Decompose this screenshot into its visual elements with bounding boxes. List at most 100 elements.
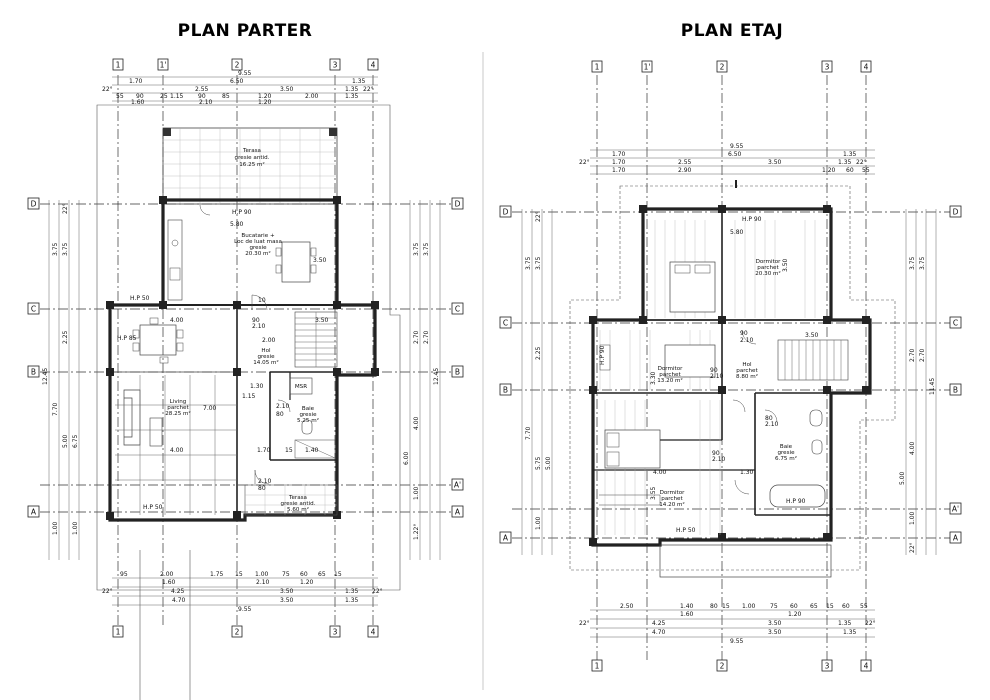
svg-text:gresie: gresie — [299, 412, 317, 418]
svg-text:22°: 22° — [909, 542, 916, 553]
svg-text:6.75 m²: 6.75 m² — [775, 455, 797, 462]
upper-top-dimensions: 9.55 1.70 6.50 1.35 22° 1.70 2.55 3.50 1… — [579, 143, 875, 175]
svg-text:3.75: 3.75 — [62, 242, 69, 256]
svg-text:22°: 22° — [102, 588, 113, 595]
svg-text:16.25 m²: 16.25 m² — [239, 161, 264, 168]
ground-inner-dimensions: H.P 90 5.80 4.00 2.10 90 4.00 7.00 1.70 … — [117, 209, 329, 511]
svg-text:2.10: 2.10 — [199, 99, 213, 106]
svg-text:65: 65 — [810, 603, 818, 610]
svg-text:4.00: 4.00 — [170, 317, 184, 324]
svg-text:2.70: 2.70 — [919, 348, 926, 362]
svg-text:1.00: 1.00 — [909, 511, 916, 525]
svg-text:C: C — [31, 305, 36, 314]
upper-roof-outline — [569, 185, 896, 571]
svg-text:3: 3 — [333, 61, 338, 70]
svg-text:H.P 50: H.P 50 — [143, 504, 163, 511]
svg-text:4.70: 4.70 — [172, 597, 186, 604]
svg-text:20.30 m²: 20.30 m² — [245, 250, 270, 257]
svg-text:1.00: 1.00 — [72, 521, 79, 535]
ground-bottom-dimensions: 95 2.00 1.75 15 1.00 75 60 65 15 1.60 2.… — [102, 571, 383, 613]
svg-text:25: 25 — [160, 93, 168, 100]
svg-text:H.P 90: H.P 90 — [742, 216, 762, 223]
svg-text:MSR: MSR — [295, 384, 307, 390]
svg-text:3.75: 3.75 — [423, 242, 430, 256]
svg-text:4.00: 4.00 — [413, 416, 420, 430]
svg-text:1.20: 1.20 — [258, 99, 272, 106]
svg-text:B: B — [31, 368, 36, 377]
svg-text:1.30: 1.30 — [250, 383, 264, 390]
svg-text:1: 1 — [116, 628, 121, 637]
svg-text:28.25 m²: 28.25 m² — [165, 410, 190, 417]
svg-text:1.22°: 1.22° — [413, 524, 420, 540]
svg-text:7.70: 7.70 — [525, 426, 532, 440]
svg-text:2.10: 2.10 — [256, 579, 270, 586]
upper-axis-lines — [512, 75, 955, 660]
svg-text:1.60: 1.60 — [131, 99, 145, 106]
svg-text:22°: 22° — [535, 211, 542, 222]
svg-text:4.25: 4.25 — [171, 588, 185, 595]
svg-text:3.30: 3.30 — [650, 371, 657, 385]
svg-text:9.55: 9.55 — [238, 70, 252, 77]
svg-text:gresie antid.: gresie antid. — [281, 501, 316, 507]
svg-text:Dormitor: Dormitor — [660, 490, 686, 496]
svg-text:9.55: 9.55 — [238, 606, 252, 613]
svg-text:1.35: 1.35 — [838, 159, 852, 166]
svg-text:2.10: 2.10 — [252, 323, 266, 330]
svg-text:1.70: 1.70 — [612, 151, 626, 158]
svg-text:90: 90 — [710, 367, 718, 374]
svg-text:1.20: 1.20 — [258, 93, 272, 100]
svg-text:90: 90 — [740, 330, 748, 337]
svg-text:6.50: 6.50 — [728, 151, 742, 158]
svg-text:55: 55 — [860, 603, 868, 610]
svg-text:5.75: 5.75 — [535, 456, 542, 470]
svg-text:55: 55 — [862, 167, 870, 174]
svg-text:2.25: 2.25 — [535, 346, 542, 360]
svg-text:12.45: 12.45 — [42, 368, 49, 385]
svg-text:15: 15 — [722, 603, 730, 610]
ground-top-dimensions: 9.55 1.70 6.50 1.35 22° 2.55 3.50 1.35 2… — [102, 70, 378, 106]
svg-text:15: 15 — [826, 603, 834, 610]
svg-text:2.00: 2.00 — [160, 571, 174, 578]
svg-text:1.00: 1.00 — [535, 516, 542, 530]
svg-text:3.50: 3.50 — [768, 159, 782, 166]
svg-text:15: 15 — [285, 447, 293, 454]
svg-text:H.P 85: H.P 85 — [117, 335, 137, 342]
svg-text:8.80 m²: 8.80 m² — [736, 373, 758, 380]
svg-text:2.10: 2.10 — [276, 403, 290, 410]
upper-staircase — [777, 339, 849, 381]
svg-text:80: 80 — [765, 415, 773, 422]
svg-text:1.00: 1.00 — [255, 571, 269, 578]
ground-room-labels: Terasa gresie antid. 16.25 m² Bucatarie … — [165, 148, 319, 513]
svg-text:1.30: 1.30 — [740, 469, 754, 476]
svg-text:4.00: 4.00 — [653, 469, 667, 476]
svg-text:1': 1' — [160, 61, 167, 70]
svg-text:2: 2 — [720, 662, 725, 671]
svg-text:3.50: 3.50 — [315, 317, 329, 324]
upper-walls — [589, 205, 872, 547]
svg-text:H.P 90: H.P 90 — [232, 209, 252, 216]
svg-text:parchet: parchet — [757, 265, 779, 271]
ground-staircase — [294, 311, 338, 368]
svg-text:1.20: 1.20 — [300, 579, 314, 586]
svg-text:parchet: parchet — [661, 496, 683, 502]
svg-text:Hol: Hol — [742, 362, 752, 368]
svg-text:5.25 m²: 5.25 m² — [297, 417, 319, 424]
svg-text:1.35: 1.35 — [838, 620, 852, 627]
svg-text:20.30 m²: 20.30 m² — [755, 270, 780, 277]
svg-text:3.75: 3.75 — [525, 256, 532, 270]
svg-text:B: B — [455, 368, 460, 377]
svg-text:1.70: 1.70 — [257, 447, 271, 454]
ground-floor-title: PLAN PARTER — [178, 21, 313, 41]
svg-text:1.35: 1.35 — [345, 86, 359, 93]
svg-text:3.50: 3.50 — [768, 620, 782, 627]
svg-text:3: 3 — [333, 628, 338, 637]
svg-text:gresie: gresie — [249, 245, 267, 251]
svg-text:2.55: 2.55 — [678, 159, 692, 166]
svg-text:Baie: Baie — [302, 406, 315, 412]
upper-furniture — [599, 180, 826, 508]
svg-text:parchet: parchet — [736, 368, 758, 374]
svg-text:85: 85 — [222, 93, 230, 100]
svg-text:B: B — [953, 386, 958, 395]
svg-text:A': A' — [952, 505, 959, 514]
svg-text:2.10: 2.10 — [740, 337, 754, 344]
